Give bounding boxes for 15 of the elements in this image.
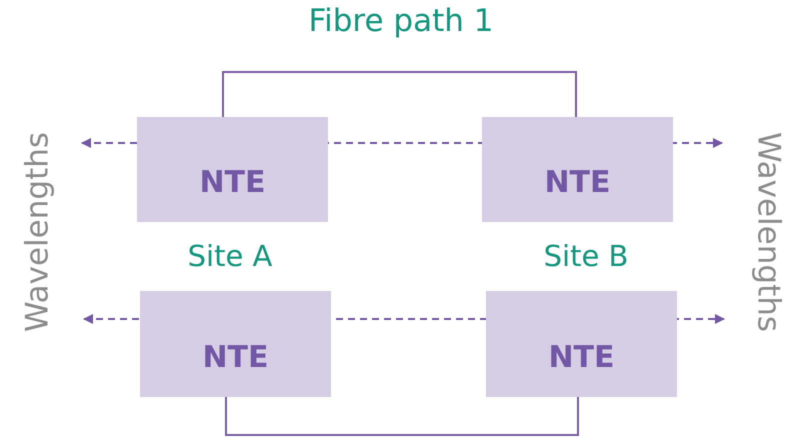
title: Fibre path 1 bbox=[308, 6, 494, 37]
box-label: NTE bbox=[202, 341, 269, 375]
box-label: NTE bbox=[544, 166, 611, 200]
fibre-line bbox=[225, 397, 579, 436]
site-label: Site B bbox=[544, 242, 628, 271]
axis-label: Wavelengths bbox=[752, 132, 784, 332]
equipment-box bbox=[486, 291, 677, 397]
box-label: NTE bbox=[199, 166, 266, 200]
equipment-box bbox=[140, 291, 331, 397]
box-label: NTE bbox=[548, 341, 615, 375]
equipment-box bbox=[482, 117, 673, 222]
equipment-box bbox=[137, 117, 328, 222]
fibre-line bbox=[222, 71, 577, 117]
site-label: Site A bbox=[188, 242, 272, 271]
axis-label: Wavelengths bbox=[22, 132, 54, 332]
